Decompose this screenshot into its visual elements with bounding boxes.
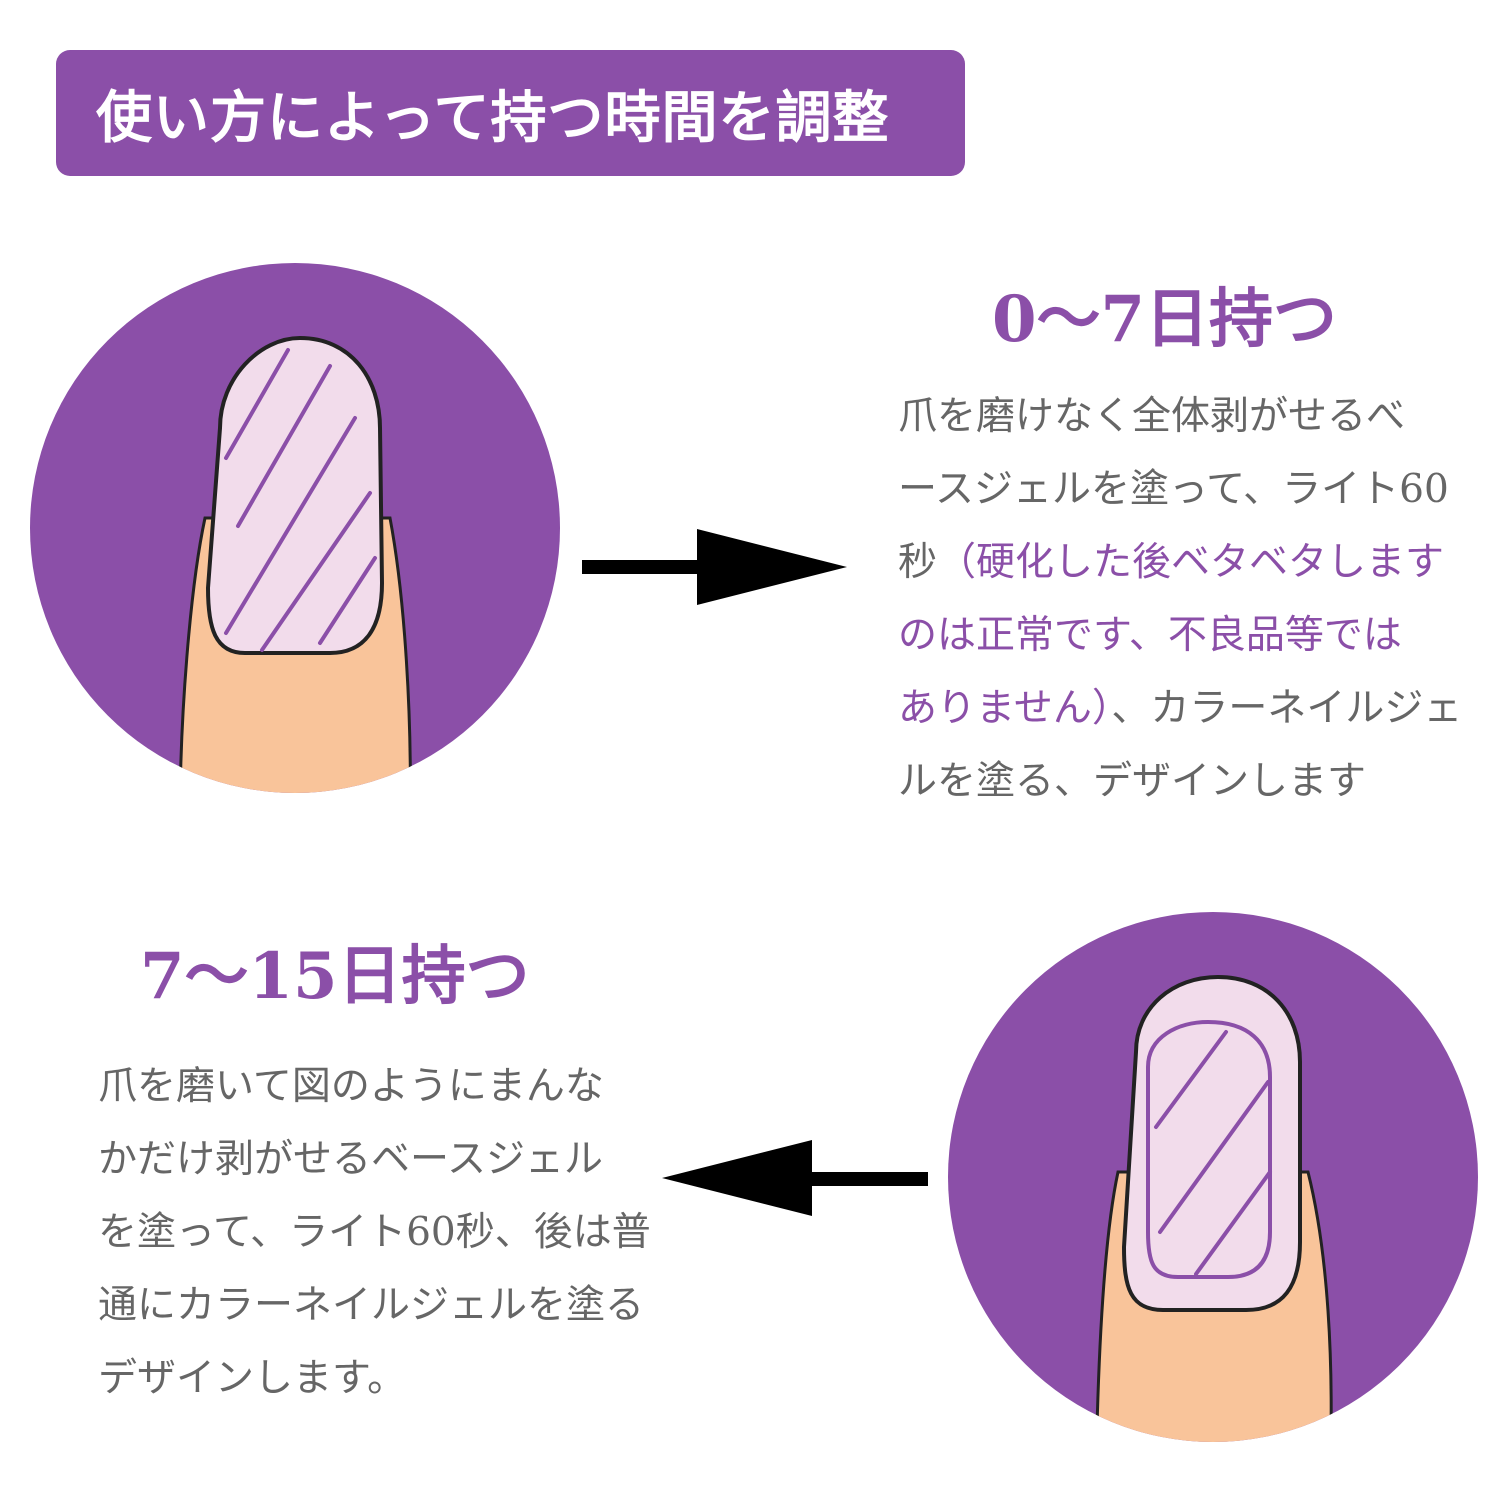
arrow-right-icon — [582, 527, 850, 607]
section-2-heading: 7～15日持つ — [140, 925, 530, 1017]
body-text: を塗って、ライト60秒、後は普 — [98, 1210, 651, 1255]
section-2-description: 爪を磨いて図のようにまんなかだけ剥がせるベースジェルを塗って、ライト60秒、後は… — [98, 1050, 658, 1415]
body-text: 爪を磨いて図のようにまんな — [98, 1064, 604, 1109]
body-text: ースジェルを塗って、ライト60 — [898, 467, 1449, 512]
finger-nail-full-coat-illustration — [30, 258, 560, 798]
body-text: ルを塗る、デザインします — [898, 759, 1366, 804]
text-line: かだけ剥がせるベースジェル — [98, 1123, 658, 1196]
body-text: 秒 — [898, 540, 937, 585]
body-text: かだけ剥がせるベースジェル — [98, 1137, 603, 1182]
text-line: ースジェルを塗って、ライト60 — [898, 453, 1458, 526]
highlighted-text: ありません） — [898, 686, 1111, 731]
text-line: 爪を磨いて図のようにまんな — [98, 1050, 658, 1123]
body-text: デザインします。 — [98, 1356, 406, 1401]
highlighted-text: のは正常です、不良品等では — [898, 613, 1402, 658]
title-banner: 使い方によって持つ時間を調整 — [56, 50, 965, 176]
text-line: ルを塗る、デザインします — [898, 745, 1458, 818]
highlighted-text: （硬化した後ベタベタします — [937, 540, 1444, 585]
body-text: 通にカラーネイルジェルを塗る — [98, 1283, 644, 1328]
text-line: デザインします。 — [98, 1342, 658, 1415]
section-1-heading: 0～7日持つ — [992, 268, 1337, 360]
finger-nail-center-coat-illustration — [948, 912, 1478, 1442]
body-text: 、カラーネイルジェ — [1111, 686, 1462, 731]
text-line: ありません）、カラーネイルジェ — [898, 672, 1458, 745]
text-line: を塗って、ライト60秒、後は普 — [98, 1196, 658, 1269]
text-line: 爪を磨けなく全体剥がせるべ — [898, 380, 1458, 453]
arrow-left-icon — [660, 1140, 928, 1220]
text-line: 秒（硬化した後ベタベタします — [898, 526, 1458, 599]
text-line: 通にカラーネイルジェルを塗る — [98, 1269, 658, 1342]
text-line: のは正常です、不良品等では — [898, 599, 1458, 672]
body-text: 爪を磨けなく全体剥がせるべ — [898, 394, 1405, 439]
banner-title: 使い方によって持つ時間を調整 — [96, 73, 890, 154]
section-1-description: 爪を磨けなく全体剥がせるべースジェルを塗って、ライト60 秒（硬化した後ベタベタし… — [898, 380, 1458, 818]
